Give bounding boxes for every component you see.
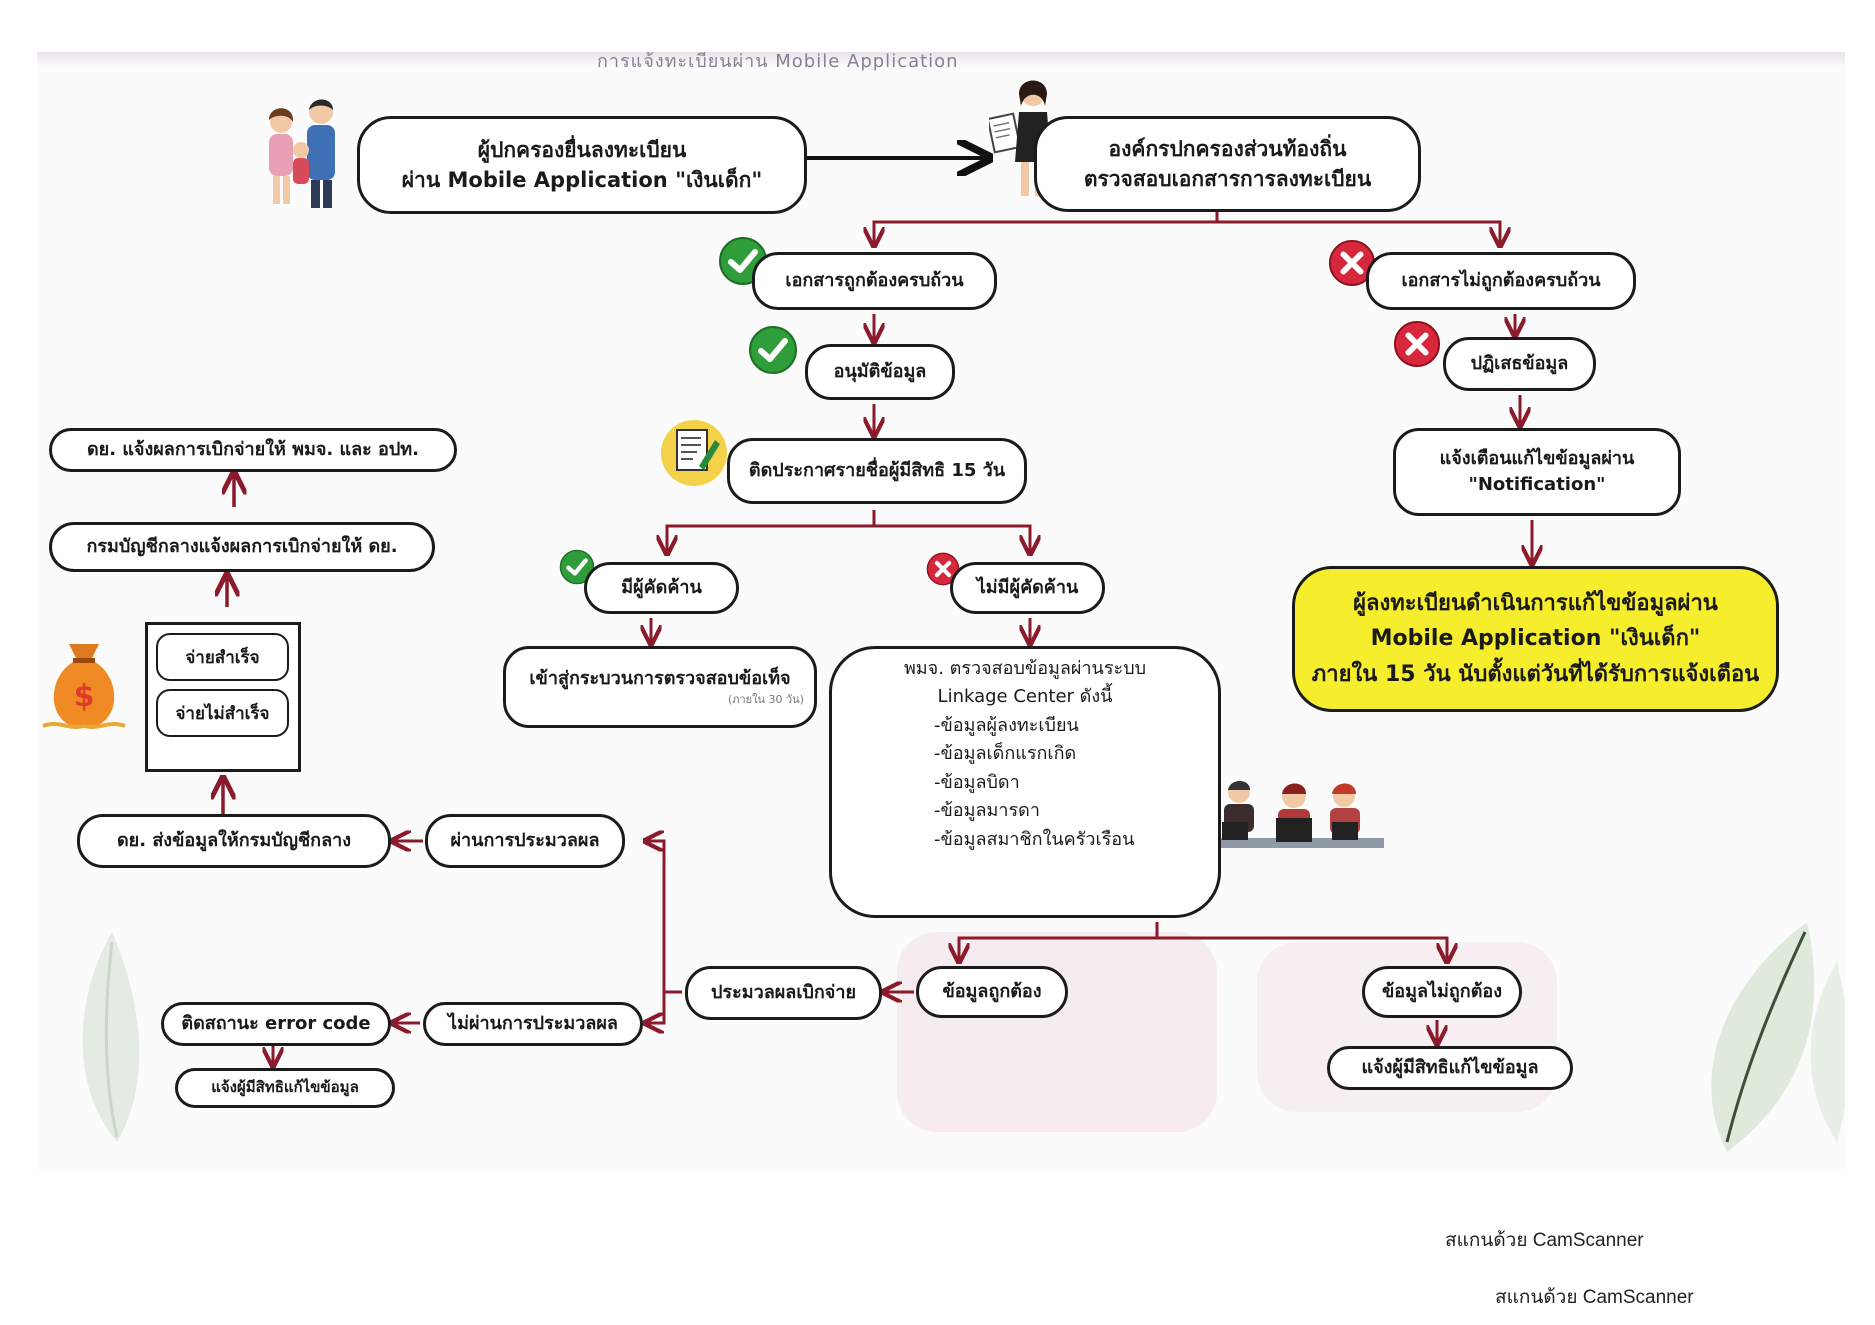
node-text: จ่ายไม่สำเร็จ [175,703,270,724]
edge-check-incorrect [1157,936,1447,960]
node-list-item: -ข้อมูลสมาชิกในครัวเรือน [934,828,1135,850]
edge-announce-objection [667,510,876,552]
node-text: กรมบัญชีกลางแจ้งผลการเบิกจ่ายให้ ดย. [86,535,398,557]
flowchart-scan: การแจ้งทะเบียนผ่าน Mobile Application [37,52,1845,1170]
check-icon [559,549,595,585]
node-text: Mobile Application "เงินเด็ก" [1370,626,1701,652]
node-docs-incorrect: เอกสารไม่ถูกต้องครบถ้วน [1366,252,1636,310]
check-icon [749,326,797,374]
node-text: ติดประกาศรายชื่อผู้มีสิทธิ 15 วัน [748,459,1006,481]
node-list-item: -ข้อมูลมารดา [934,800,1040,822]
node-text: ปฏิเสธข้อมูล [1470,352,1569,374]
edge-admin-incorrect [1217,220,1500,244]
node-text: เอกสารถูกต้องครบถ้วน [785,269,964,291]
edge-process-pass [647,841,682,994]
node-dcy-send: ดย. ส่งข้อมูลให้กรมบัญชีกลาง [77,814,391,868]
node-local-admin-check: องค์กรปกครองส่วนท้องถิ่น ตรวจสอบเอกสารกา… [1034,116,1421,212]
node-text: ภายใน 15 วัน นับตั้งแต่วันที่ได้รับการแจ… [1311,661,1760,687]
node-approve: อนุมัติข้อมูล [805,344,955,400]
node-text: มีผู้คัดค้าน [621,576,702,598]
node-docs-correct: เอกสารถูกต้องครบถ้วน [752,252,997,310]
node-dcy-notify: ดย. แจ้งผลการเบิกจ่ายให้ พมจ. และ อปท. [49,428,457,472]
leaf-left-decoration [82,932,140,1142]
scan-top-edge [37,52,1845,66]
cross-icon [1393,320,1441,368]
edge-admin-correct [874,207,1219,244]
node-text: แจ้งผู้มีสิทธิแก้ไขข้อมูล [211,1078,359,1097]
node-cgd-notify: กรมบัญชีกลางแจ้งผลการเบิกจ่ายให้ ดย. [49,522,435,572]
node-list-item: -ข้อมูลเด็กแรกเกิด [934,743,1077,765]
node-text: "Notification" [1468,474,1606,495]
node-fact-check: เข้าสู่กระบวนการตรวจสอบข้อเท็จ (ภายใน 30… [503,646,817,728]
camscanner-footer: สแกนด้วย CamScanner [1445,1230,1644,1251]
node-text: ตรวจสอบเอกสารการลงทะเบียน [1083,167,1372,191]
document-edit-icon [661,420,727,486]
camscanner-footer: สแกนด้วย CamScanner [1495,1287,1694,1308]
leaf-right-decoration [1711,922,1845,1152]
node-text: ติดสถานะ error code [181,1012,371,1034]
node-text: ไม่มีผู้คัดค้าน [976,576,1079,598]
node-text: ดย. ส่งข้อมูลให้กรมบัญชีกลาง [116,829,352,851]
edge-check-correct [959,922,1159,960]
node-text: ดย. แจ้งผลการเบิกจ่ายให้ พมจ. และ อปท. [86,438,419,460]
node-process-pass: ผ่านการประมวลผล [425,814,625,868]
node-text: องค์กรปกครองส่วนท้องถิ่น [1108,136,1347,161]
node-announce: ติดประกาศรายชื่อผู้มีสิทธิ 15 วัน [727,438,1027,504]
family-icon [269,99,335,208]
node-reject: ปฏิเสธข้อมูล [1443,337,1596,391]
node-text: ผู้ปกครองยื่นลงทะเบียน [477,137,687,162]
node-registrant-fix: ผู้ลงทะเบียนดำเนินการแก้ไขข้อมูลผ่าน Mob… [1292,566,1779,712]
node-text: แจ้งเตือนแก้ไขข้อมูลผ่าน [1439,447,1635,469]
node-text: Linkage Center ดังนี้ [937,686,1113,708]
node-data-correct: ข้อมูลถูกต้อง [916,966,1068,1018]
node-no-objection: ไม่มีผู้คัดค้าน [950,562,1105,614]
connector-lines [37,52,1845,1170]
node-list-item: -ข้อมูลบิดา [934,771,1020,793]
header-fragment: การแจ้งทะเบียนผ่าน Mobile Application [597,52,959,72]
node-msdhs-check: พมจ. ตรวจสอบข้อมูลผ่านระบบ Linkage Cente… [829,646,1221,918]
node-process-fail: ไม่ผ่านการประมวลผล [423,1002,643,1046]
node-text: อนุมัติข้อมูล [833,360,927,382]
node-text: ข้อมูลไม่ถูกต้อง [1381,980,1502,1002]
node-error-code: ติดสถานะ error code [161,1002,391,1046]
money-bag-icon: $ [42,644,126,729]
node-note: (ภายใน 30 วัน) [727,693,804,707]
node-text: เข้าสู่กระบวนการตรวจสอบข้อเท็จ [529,667,791,689]
node-text: ไม่ผ่านการประมวลผล [448,1012,618,1034]
node-pay-success: จ่ายสำเร็จ [156,633,289,681]
node-notify-eligible-fix-2: แจ้งผู้มีสิทธิแก้ไขข้อมูล [175,1068,395,1108]
node-text: จ่ายสำเร็จ [185,647,260,668]
node-text: ผ่านการประมวลผล [450,829,600,851]
node-text: ผู้ลงทะเบียนดำเนินการแก้ไขข้อมูลผ่าน [1353,591,1718,617]
node-notify-eligible-fix: แจ้งผู้มีสิทธิแก้ไขข้อมูล [1327,1046,1573,1090]
pink-blur-decoration [897,932,1217,1132]
node-notify-fix: แจ้งเตือนแก้ไขข้อมูลผ่าน "Notification" [1393,428,1681,516]
node-parent-register: ผู้ปกครองยื่นลงทะเบียน ผ่าน Mobile Appli… [357,116,807,214]
node-data-incorrect: ข้อมูลไม่ถูกต้อง [1362,966,1522,1018]
node-text: ผ่าน Mobile Application "เงินเด็ก" [401,168,763,192]
node-process-payment: ประมวลผลเบิกจ่าย [685,966,882,1020]
svg-text:$: $ [74,679,95,714]
node-pay-fail: จ่ายไม่สำเร็จ [156,689,289,737]
edge-announce-noobjection [874,524,1030,552]
node-has-objection: มีผู้คัดค้าน [584,562,739,614]
node-text: ข้อมูลถูกต้อง [942,980,1042,1002]
node-text: พมจ. ตรวจสอบข้อมูลผ่านระบบ [903,658,1147,679]
node-list-item: -ข้อมูลผู้ลงทะเบียน [934,714,1079,736]
node-text: ประมวลผลเบิกจ่าย [710,981,857,1003]
edge-process-fail [647,992,666,1023]
node-text: แจ้งผู้มีสิทธิแก้ไขข้อมูล [1361,1056,1539,1078]
node-text: เอกสารไม่ถูกต้องครบถ้วน [1401,269,1601,291]
